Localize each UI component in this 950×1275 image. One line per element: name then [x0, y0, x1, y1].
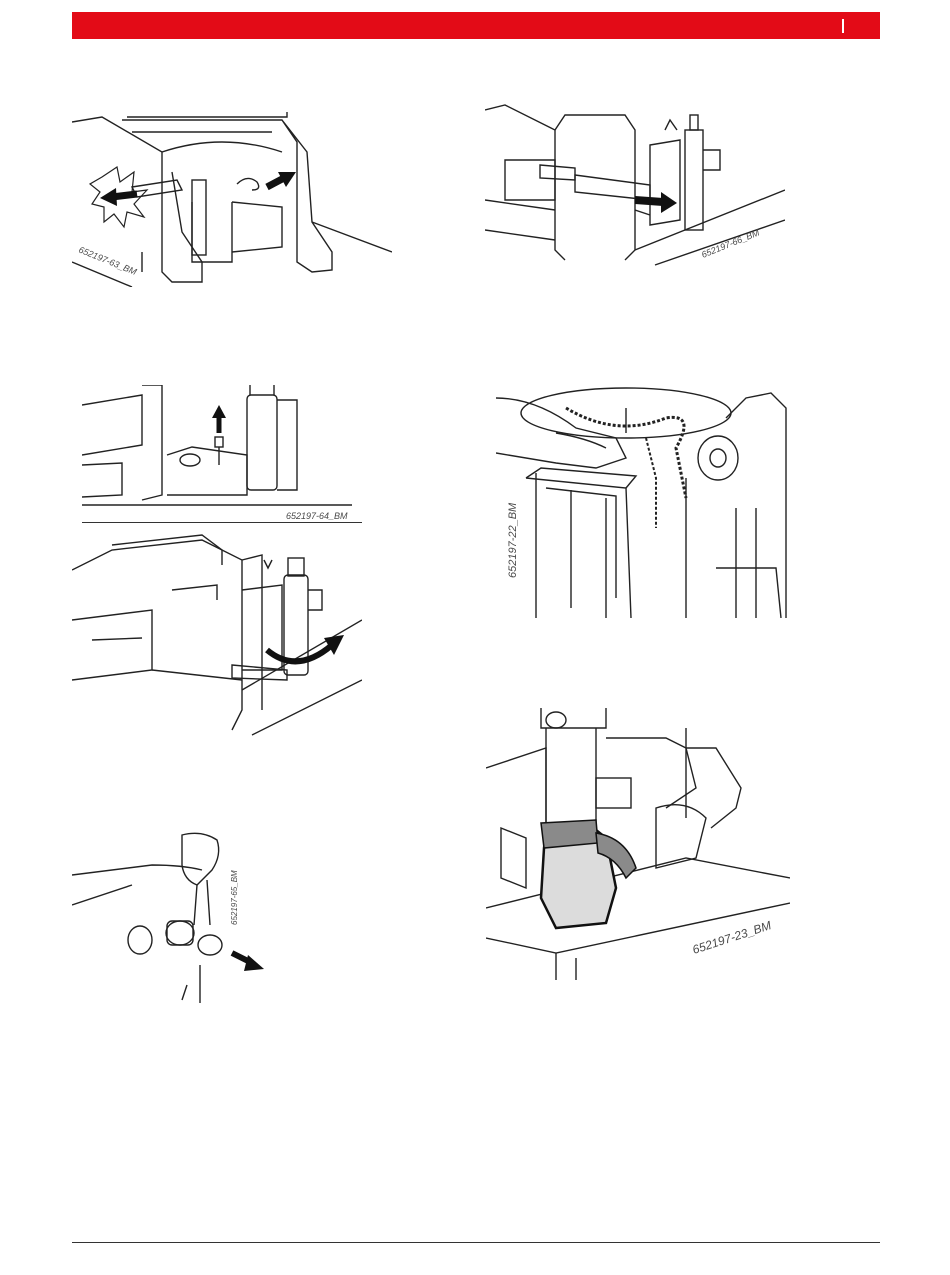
- arrow-right-icon: [232, 953, 264, 971]
- figure-1-illustration: 652197-63_BM: [72, 112, 392, 287]
- figure-3-divider: [82, 522, 362, 523]
- arrow-right-icon: [267, 172, 296, 187]
- figure-4-code: 652197-22_BM: [507, 502, 519, 578]
- figure-2-illustration: 652197-66_BM: [485, 100, 785, 270]
- figure-5: 652197-65_BM: [72, 825, 272, 1005]
- figure-6-illustration: 652197-23_BM: [486, 708, 790, 980]
- figure-3-code: 652197-64_BM: [286, 511, 348, 520]
- figure-4: 652197-22_BM: [496, 378, 790, 618]
- figure-3-bottom-illustration: [72, 530, 362, 740]
- arrow-up-icon: [212, 405, 226, 433]
- figure-2: 652197-66_BM: [485, 100, 785, 270]
- figure-4-illustration: 652197-22_BM: [496, 378, 790, 618]
- arrow-right-icon: [635, 192, 677, 213]
- figure-1-code: 652197-63_BM: [77, 245, 138, 278]
- figure-3-bottom: [72, 530, 362, 740]
- figure-5-illustration: 652197-65_BM: [72, 825, 272, 1005]
- header-tick-mark: [842, 19, 844, 33]
- figure-3-top: 652197-64_BM: [82, 385, 362, 520]
- figure-5-code: 652197-65_BM: [230, 870, 239, 925]
- rotate-arrow-icon: [267, 635, 344, 661]
- figure-6: 652197-23_BM: [486, 708, 790, 980]
- arrow-left-icon: [100, 188, 137, 206]
- header-bar: [72, 12, 880, 39]
- figure-1: 652197-63_BM: [72, 112, 392, 287]
- figure-3-top-illustration: 652197-64_BM: [82, 385, 362, 520]
- figure-2-code: 652197-66_BM: [700, 227, 761, 260]
- figure-6-code: 652197-23_BM: [691, 918, 773, 957]
- footer-rule: [72, 1242, 880, 1243]
